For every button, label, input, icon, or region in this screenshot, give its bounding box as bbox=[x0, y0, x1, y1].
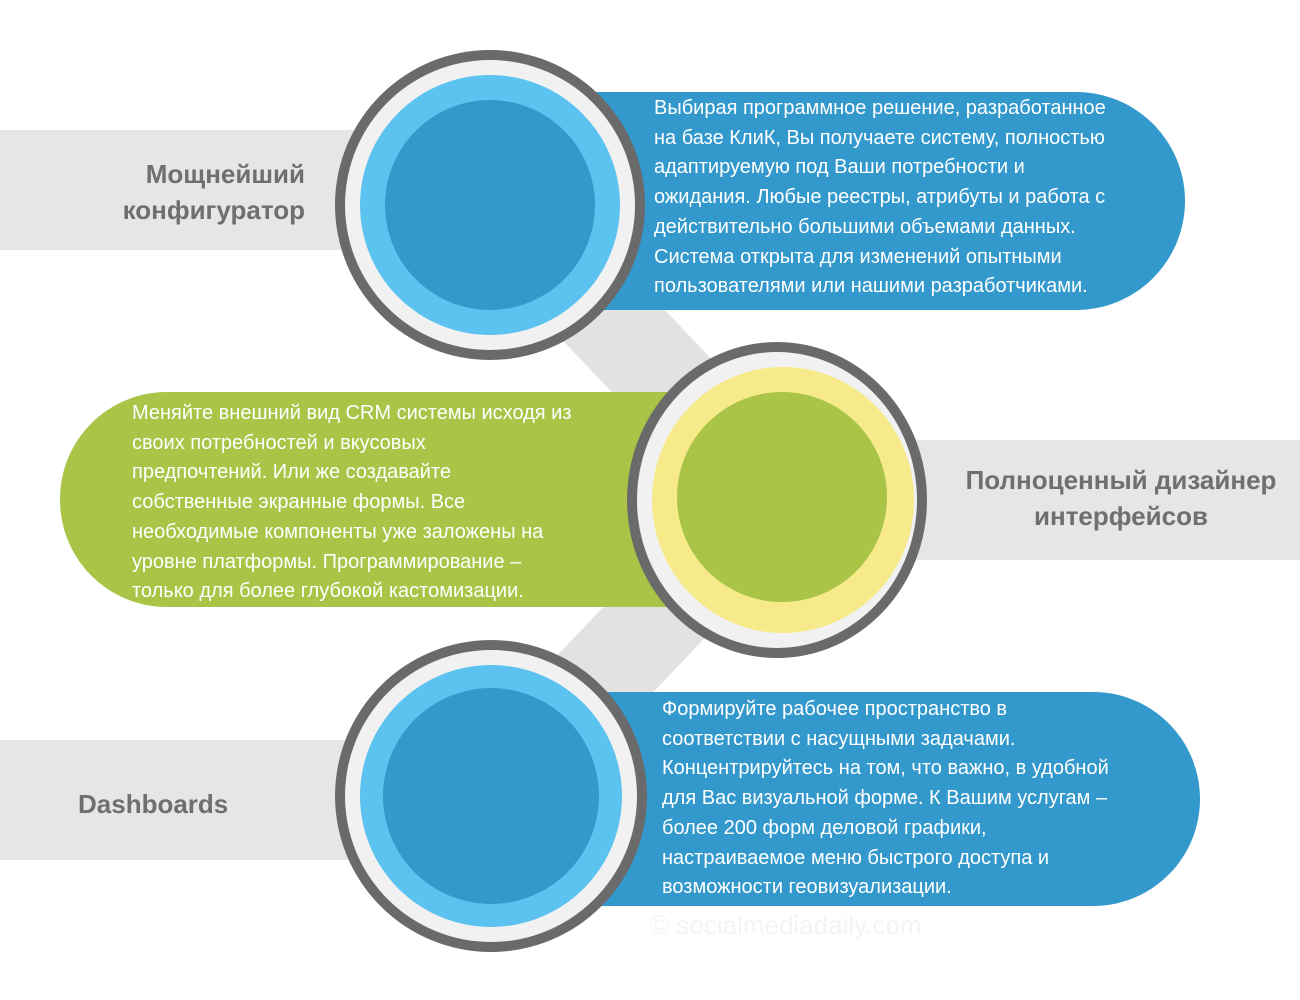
title-configurator: Мощнейший конфигуратор bbox=[122, 159, 305, 225]
circle-core-dashboards bbox=[383, 688, 599, 904]
title-designer: Полноценный дизайнер интерфейсов bbox=[965, 465, 1277, 531]
description-pill-designer: Меняйте внешний вид CRM системы исходя и… bbox=[60, 392, 740, 607]
title-strip-designer bbox=[880, 440, 1300, 560]
title-dashboards: Dashboards bbox=[78, 789, 229, 819]
description-designer: Меняйте внешний вид CRM системы исходя и… bbox=[132, 402, 572, 603]
description-configurator: Выбирая программное решение, разработанн… bbox=[654, 97, 1106, 298]
description-pill-dashboards: Формируйте рабочее пространство в соотве… bbox=[550, 692, 1200, 906]
circle-core-configurator bbox=[385, 100, 595, 310]
watermark: © socialmediadaily.com bbox=[650, 910, 922, 940]
circle-core-designer bbox=[677, 392, 887, 602]
description-dashboards: Формируйте рабочее пространство в соотве… bbox=[662, 698, 1109, 899]
description-pill-configurator: Выбирая программное решение, разработанн… bbox=[540, 92, 1185, 310]
